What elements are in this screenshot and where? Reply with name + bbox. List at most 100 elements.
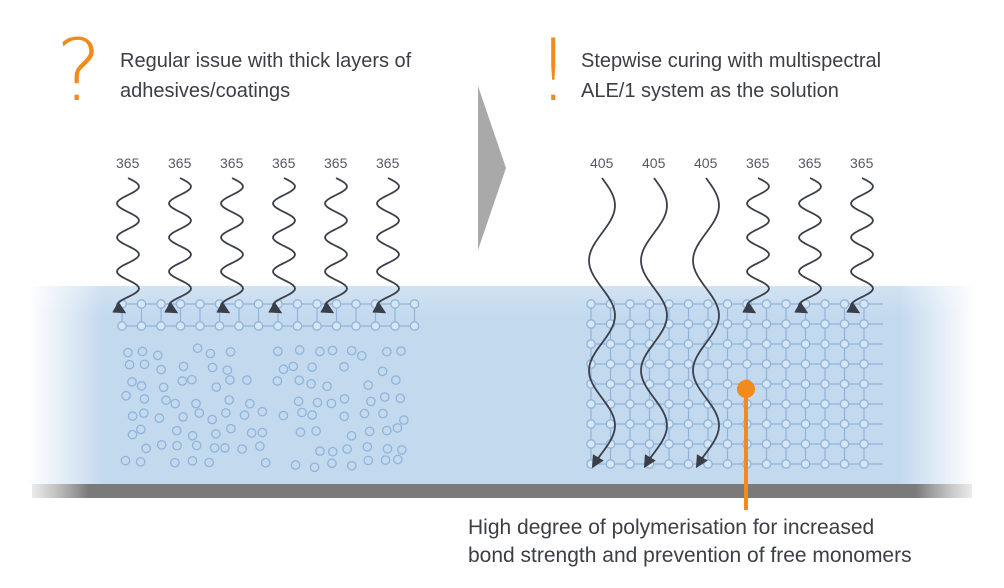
monomer <box>246 428 257 438</box>
monomer <box>124 359 135 370</box>
monomer <box>378 408 388 419</box>
uv-wave <box>268 177 296 314</box>
polymer-node <box>839 359 850 369</box>
polymer-node <box>859 439 869 449</box>
polymer-node <box>625 439 635 449</box>
uv-wave <box>372 177 400 314</box>
polymer-node <box>292 321 303 331</box>
monomer <box>379 392 390 402</box>
uv-wave <box>794 177 822 314</box>
polymer-node <box>683 419 694 429</box>
monomer <box>322 381 332 392</box>
monomer <box>127 377 137 387</box>
wavelength-label: 405 <box>642 155 666 171</box>
monomer <box>237 444 247 454</box>
monomer <box>381 346 392 357</box>
monomer <box>399 415 409 425</box>
wavelength-label: 365 <box>220 155 244 171</box>
uv-wave <box>692 177 720 469</box>
polymer-node <box>820 439 830 449</box>
monomer <box>295 427 306 438</box>
full-network-right <box>586 299 883 469</box>
monomer <box>226 423 236 434</box>
monomer <box>377 366 388 377</box>
polymer-node <box>605 419 616 429</box>
polymer-node <box>722 359 733 369</box>
monomer <box>154 413 165 424</box>
polymer-node <box>742 359 752 369</box>
monomer <box>191 440 202 451</box>
polymer-node <box>117 321 127 331</box>
polymer-node <box>839 299 850 309</box>
monomer <box>278 364 289 375</box>
polymer-node <box>761 339 772 349</box>
polymer-node <box>605 359 616 369</box>
polymer-node <box>742 339 752 349</box>
monomer <box>339 411 350 422</box>
polymer-node <box>839 419 850 429</box>
uv-wave <box>742 177 770 314</box>
monomer <box>207 414 218 425</box>
monomer <box>278 410 289 421</box>
monomer <box>356 350 367 361</box>
polymer-node <box>351 299 361 309</box>
caption-line: adhesives/coatings <box>120 80 291 102</box>
polymer-node <box>195 299 205 309</box>
polymer-node <box>781 359 791 369</box>
monomer <box>194 408 205 418</box>
polymer-node <box>664 339 674 349</box>
caption-line: bond strength and prevention of free mon… <box>468 544 912 567</box>
monomer <box>290 460 301 470</box>
monomer <box>392 454 403 465</box>
polymer-node <box>800 459 811 469</box>
monomer <box>306 378 316 389</box>
monomer <box>192 343 203 354</box>
question-mark-icon: ? <box>56 21 102 121</box>
polymer-node <box>234 299 244 309</box>
monomer <box>178 412 188 422</box>
polymer-node <box>800 399 811 409</box>
polymer-node <box>683 359 694 369</box>
polymer-node <box>781 299 791 309</box>
monomer <box>362 441 373 452</box>
polymer-node <box>781 459 791 469</box>
monomer <box>346 460 357 471</box>
problem-caption: Regular issue with thick layers of adhes… <box>120 46 411 106</box>
polymer-node <box>586 339 596 349</box>
wavelength-label: 365 <box>376 155 400 171</box>
monomer <box>293 396 304 407</box>
polymer-node <box>625 359 635 369</box>
monomer <box>158 382 169 393</box>
polymer-node <box>331 299 342 309</box>
monomer <box>139 408 149 419</box>
polymer-node <box>664 359 674 369</box>
polymer-node <box>820 299 830 309</box>
polymer-node <box>839 459 850 469</box>
polymer-node <box>683 339 694 349</box>
monomer <box>327 458 337 469</box>
free-monomers <box>120 343 409 473</box>
polymer-node <box>781 419 791 429</box>
caption-line: Stepwise curing with multispectral <box>581 50 882 72</box>
right-arrow-icon <box>478 86 506 250</box>
polymer-node <box>820 319 830 329</box>
polymer-node <box>312 299 322 309</box>
monomer <box>171 425 182 436</box>
monomer <box>315 346 325 357</box>
polymer-node <box>644 319 655 329</box>
wavelength-label: 365 <box>272 155 296 171</box>
monomer <box>346 345 357 356</box>
monomer <box>255 441 265 452</box>
polymer-node <box>331 321 342 331</box>
polymer-node <box>390 321 400 331</box>
monomer <box>294 375 305 386</box>
polymer-node <box>644 399 655 409</box>
polymer-node <box>722 459 733 469</box>
polymer-node <box>586 299 596 309</box>
polymer-node <box>722 379 733 389</box>
polymer-node <box>683 379 694 389</box>
polymer-node <box>722 399 733 409</box>
monomer <box>311 426 321 436</box>
polymer-node <box>781 399 791 409</box>
